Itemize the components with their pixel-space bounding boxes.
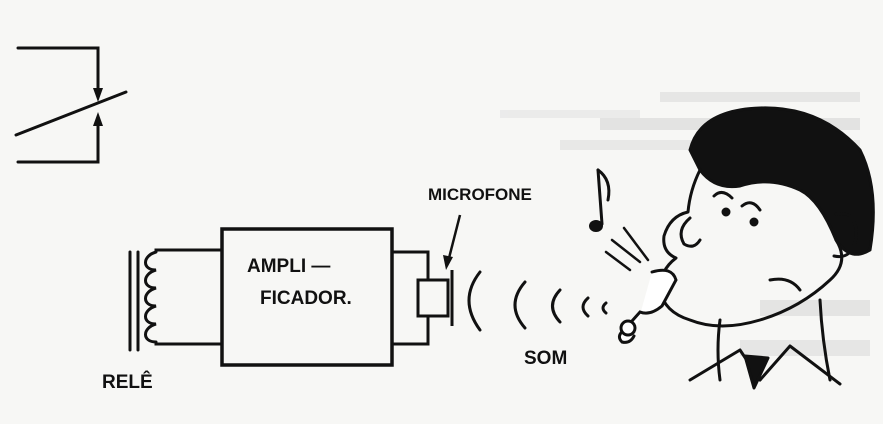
boy-cheek bbox=[768, 277, 802, 292]
microphone-pointer-arrow bbox=[443, 214, 462, 270]
boy-hair bbox=[688, 106, 875, 256]
boy-pupil-right bbox=[749, 217, 759, 227]
microphone-wires bbox=[392, 250, 430, 346]
amplifier-box bbox=[220, 227, 394, 367]
music-note-icon bbox=[589, 168, 611, 232]
amplifier-label-line2: FICADOR. bbox=[260, 288, 352, 309]
boy-collar-right bbox=[758, 344, 842, 386]
whistle-icon bbox=[617, 268, 678, 344]
relay-coil-symbol bbox=[128, 250, 158, 352]
sound-wave-icon bbox=[467, 270, 608, 332]
microphone-symbol bbox=[416, 270, 454, 326]
whistling-boy-drawing bbox=[658, 106, 875, 390]
amplifier-label-line1: AMPLI — bbox=[247, 256, 330, 277]
boy-pupil-left bbox=[721, 207, 731, 217]
boy-tie bbox=[743, 354, 770, 390]
sound-label: SOM bbox=[524, 348, 567, 369]
boy-eye-right bbox=[740, 201, 762, 212]
boy-nose bbox=[679, 216, 702, 248]
coil-wires bbox=[154, 248, 222, 346]
whistle-motion-lines bbox=[604, 226, 650, 272]
boy-neck-right bbox=[818, 298, 832, 382]
microphone-label: MICROFONE bbox=[428, 185, 532, 204]
relay-label: RELÊ bbox=[102, 371, 153, 393]
relay-contact-symbol bbox=[14, 46, 128, 164]
boy-neck-left bbox=[716, 318, 722, 382]
boy-eye-left bbox=[712, 191, 734, 200]
boy-ear bbox=[832, 212, 858, 259]
